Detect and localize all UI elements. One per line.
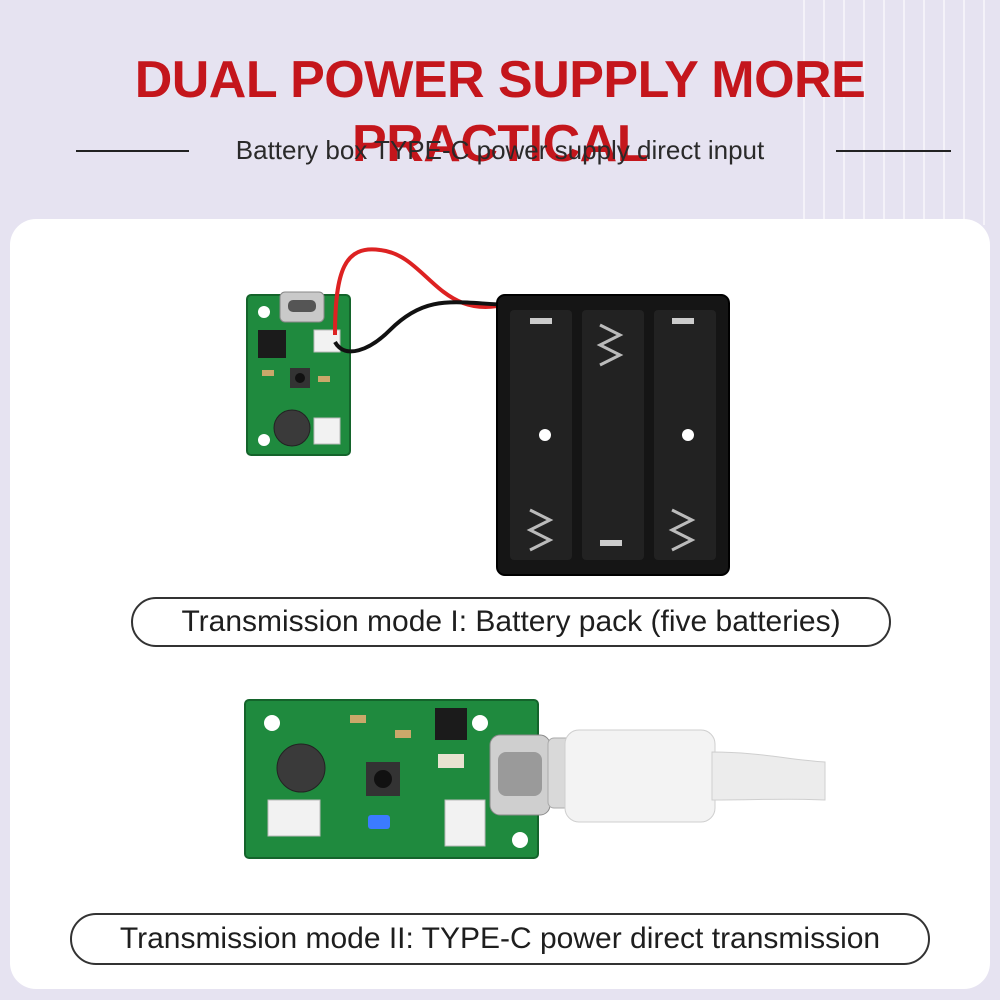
pcb-board-large-icon — [244, 699, 551, 859]
mode-1-label: Transmission mode I: Battery pack (five … — [131, 597, 891, 647]
battery-box-icon — [496, 294, 730, 576]
subtitle: Battery box TYPE-C power supply direct i… — [235, 135, 765, 165]
power-wire-icon — [333, 247, 521, 354]
subtitle-row: Battery box TYPE-C power supply direct i… — [0, 130, 1000, 170]
pcb-board-icon — [246, 291, 351, 456]
subtitle-divider-right — [836, 150, 951, 152]
mode-2-label: Transmission mode II: TYPE-C power direc… — [70, 913, 930, 965]
page-title: DUAL POWER SUPPLY MORE PRACTICAL — [134, 51, 866, 173]
subtitle-divider-left — [76, 150, 189, 152]
decorative-stripes — [785, 0, 1000, 225]
usb-c-cable-icon — [547, 729, 826, 823]
